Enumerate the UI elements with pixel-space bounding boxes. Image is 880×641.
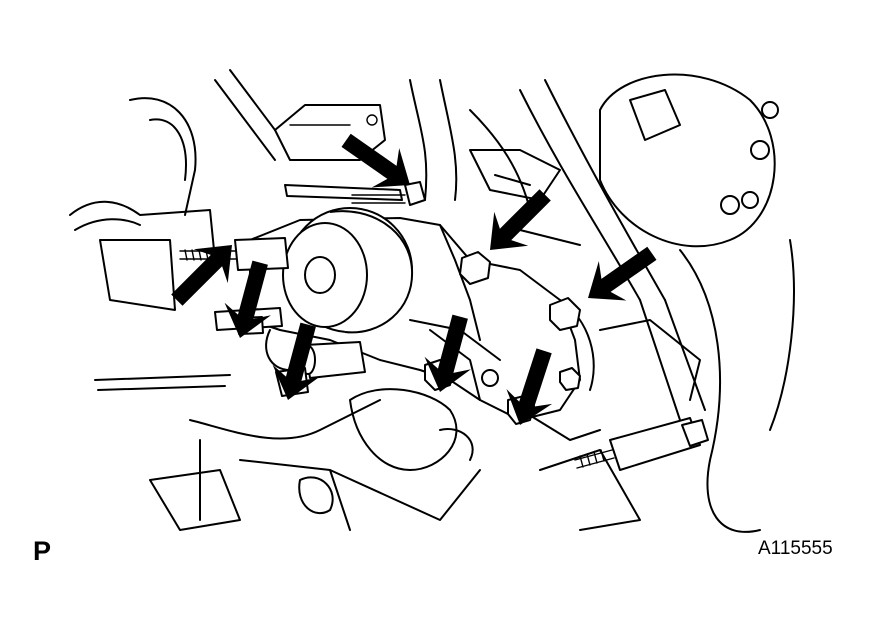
- arrow-icon: [490, 189, 551, 250]
- arrow-icon: [272, 322, 319, 400]
- arrow-icon: [341, 133, 410, 188]
- arrow-icon: [588, 246, 657, 301]
- arrow-icon: [424, 314, 471, 392]
- figure-id-label: A115555: [758, 538, 833, 559]
- arrows: [171, 133, 657, 425]
- view-letter-label: P: [33, 536, 52, 566]
- stud-bolt-icon: [351, 194, 709, 471]
- arrow-icon: [224, 260, 271, 338]
- arrow-icon: [171, 245, 232, 306]
- pump-pulley: [282, 207, 414, 334]
- stud-bolt-icon: [179, 237, 289, 271]
- engine-background-outline: [69, 69, 795, 533]
- arrow-icon: [506, 348, 553, 425]
